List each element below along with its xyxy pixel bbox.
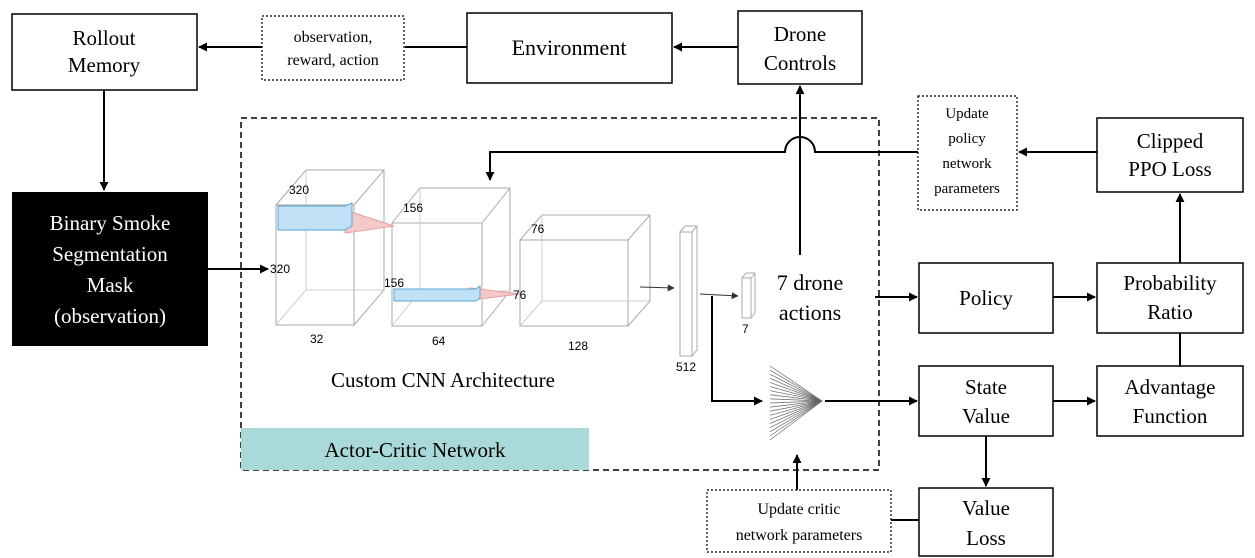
drone-controls-line2: Controls: [764, 51, 836, 75]
dim-conv3-width: 76: [513, 288, 527, 302]
drone-controls-box: Drone Controls: [737, 10, 863, 85]
value-head-connection: [769, 394, 823, 402]
binary-smoke-mask-box: Binary Smoke Segmentation Mask (observat…: [12, 192, 208, 346]
value-loss-line1: Value: [962, 496, 1010, 520]
drone-controls-line1: Drone: [774, 22, 826, 46]
rollout-memory-box: Rollout Memory: [11, 13, 198, 91]
observation-reward-action-box: observation, reward, action: [261, 15, 405, 81]
ora-line2: reward, action: [287, 52, 379, 69]
value-head-fan: [769, 365, 823, 441]
value-head-connection: [769, 400, 823, 408]
rollout-memory-line2: Memory: [68, 53, 141, 77]
dim-out: 7: [742, 322, 749, 336]
probability-ratio-box: Probability Ratio: [1096, 262, 1244, 334]
kernel-2: [393, 285, 481, 302]
value-head-connection: [769, 378, 823, 402]
dim-in-width: 320: [270, 262, 290, 276]
policy-label: Policy: [959, 286, 1013, 310]
environment-box: Environment: [466, 12, 673, 84]
value-head-connection: [769, 400, 823, 416]
value-head-connection: [769, 398, 823, 402]
value-head-connection: [769, 400, 823, 420]
advantage-function-box: Advantage Function: [1096, 365, 1244, 437]
rollout-memory-line1: Rollout: [72, 26, 135, 50]
flow-arrow-2: [699, 292, 739, 300]
environment-label: Environment: [512, 35, 627, 60]
value-head-connection: [769, 390, 823, 402]
update-policy-box: Update policy network parameters: [917, 95, 1018, 211]
drone-actions-line2: actions: [779, 300, 841, 325]
flow-arrow-1: [639, 284, 675, 292]
probability-line2: Ratio: [1147, 300, 1193, 324]
value-head-connection: [769, 400, 823, 412]
kernel-1: [277, 202, 353, 231]
value-head-connection: [769, 382, 823, 402]
update-policy-line4: parameters: [934, 181, 1000, 197]
dim-conv2-height: 156: [403, 201, 423, 215]
mask-line1: Binary Smoke: [50, 211, 171, 235]
probability-line1: Probability: [1123, 271, 1217, 295]
arrow-fc-to-value-head: [711, 296, 763, 406]
update-policy-line3: network: [942, 156, 992, 172]
state-value-line2: Value: [962, 404, 1010, 428]
actor-critic-band: [241, 428, 589, 470]
dim-in-depth: 32: [310, 332, 324, 346]
actor-critic-label: Actor-Critic Network: [325, 438, 506, 462]
mask-line2: Segmentation: [52, 242, 168, 266]
output-layer-7: [741, 272, 756, 319]
update-policy-line1: Update: [945, 106, 989, 122]
state-value-line1: State: [965, 375, 1007, 399]
update-critic-line2: network parameters: [736, 527, 863, 544]
dim-conv3-depth: 128: [568, 339, 588, 353]
actor-critic-region: [240, 117, 880, 471]
clipped-ppo-loss-box: Clipped PPO Loss: [1096, 117, 1244, 193]
value-head-connection: [769, 400, 823, 424]
cnn-dimension-labels: 320 320 32 156 156 64 76 76 128 512 7: [270, 183, 749, 374]
dim-in-height: 320: [289, 183, 309, 197]
mask-line4: (observation): [54, 304, 166, 328]
update-critic-box: Update critic network parameters: [706, 489, 892, 553]
dim-conv3-height: 76: [531, 222, 545, 236]
update-critic-line1: Update critic: [757, 501, 840, 518]
cnn-caption: Custom CNN Architecture: [331, 368, 555, 392]
value-loss-box: Value Loss: [918, 487, 1054, 557]
advantage-line1: Advantage: [1125, 375, 1216, 399]
dim-conv2-width: 156: [384, 276, 404, 290]
value-head-connection: [769, 400, 823, 433]
update-policy-feedback-path: [485, 136, 918, 181]
advantage-line2: Function: [1133, 404, 1208, 428]
dim-fc: 512: [676, 360, 696, 374]
value-head-connection: [769, 365, 823, 402]
value-head-connection: [769, 386, 823, 402]
clipped-ppo-line2: PPO Loss: [1128, 157, 1211, 181]
clipped-ppo-line1: Clipped: [1137, 129, 1204, 153]
conv-block-3: [519, 214, 651, 327]
dim-conv2-depth: 64: [432, 334, 446, 348]
value-head-connection: [769, 400, 823, 441]
state-value-box: State Value: [918, 365, 1054, 437]
value-head-connection: [769, 369, 823, 402]
value-head-connection: [769, 400, 823, 428]
cnn-architecture-illustration: [275, 169, 823, 441]
value-head-connection: [769, 400, 823, 437]
policy-box: Policy: [918, 262, 1054, 334]
mask-line3: Mask: [87, 273, 134, 297]
conv-block-2: [391, 187, 511, 327]
value-loss-line2: Loss: [966, 526, 1006, 550]
value-head-connection: [769, 373, 823, 402]
value-head-connection: [769, 400, 823, 404]
ora-line1: observation,: [294, 29, 373, 46]
update-policy-line2: policy: [948, 131, 986, 147]
fc-layer-512: [679, 225, 698, 357]
drone-actions-line1: 7 drone: [777, 270, 844, 295]
